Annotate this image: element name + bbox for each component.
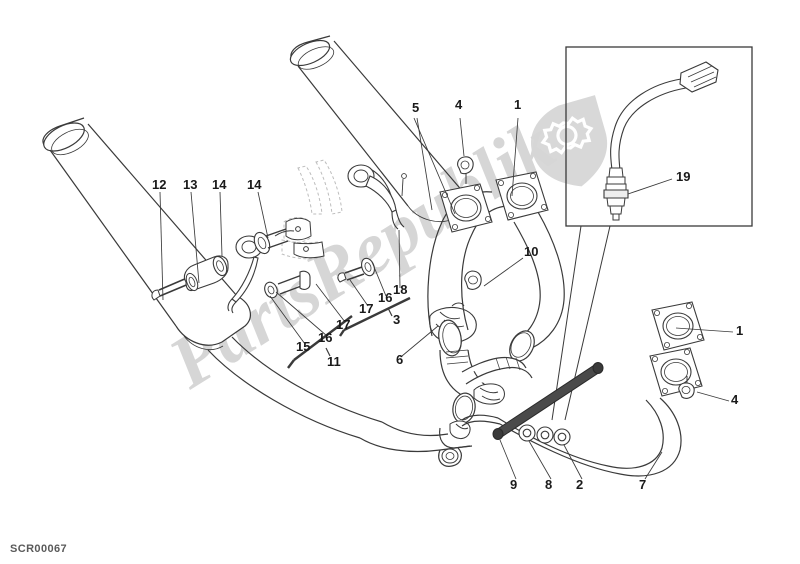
- callout-12-screw: 12: [152, 177, 167, 192]
- collector-clamps: [449, 383, 505, 439]
- callout-5-silencer-upper: 5: [412, 100, 420, 115]
- mount-bracket-upper: [347, 164, 407, 230]
- callout-8-washer: 8: [545, 477, 553, 492]
- frame-bracket-solid: [274, 217, 325, 259]
- callout-7-manifold-pipe: 7: [639, 477, 647, 492]
- callout-18-washer: 18: [393, 282, 408, 297]
- callout-14-bushing-b: 14: [247, 177, 262, 192]
- part-code-label: SCR00067: [10, 543, 68, 555]
- washer-nut-group-bottom: [518, 424, 571, 446]
- exhaust-manifold-main: [427, 191, 565, 449]
- callout-6-clamp: 6: [396, 352, 404, 367]
- callout-19-lambda-sensor: 19: [676, 169, 691, 184]
- callout-17-nut-b: 17: [359, 301, 374, 316]
- watermark: PartsRepublik: [155, 95, 608, 405]
- callout-11-bracket: 11: [327, 354, 341, 369]
- callout-leader-lines: [159, 117, 734, 480]
- lower-return-pipe: [359, 421, 471, 467]
- fastener-group-left: [151, 228, 311, 301]
- callout-3-bracket: 3: [393, 312, 401, 327]
- callout-10-clamp: 10: [524, 244, 539, 259]
- manifold-pipe-7: [461, 397, 682, 477]
- callout-16-washer-b: 16: [378, 290, 393, 305]
- callout-16-washer-a: 16: [318, 330, 333, 345]
- frame-ghost-bracket: [281, 159, 343, 260]
- callout-4-nut-upper: 4: [455, 97, 463, 112]
- callout-4-nut-lower: 4: [731, 392, 739, 407]
- callout-13-spacer: 13: [183, 177, 198, 192]
- callout-9-tie-rod: 9: [510, 477, 518, 492]
- callout-1-manifold-flange-right: 1: [736, 323, 744, 338]
- callout-15-screw: 15: [296, 339, 311, 354]
- callout-14-bushing-a: 14: [212, 177, 227, 192]
- right-flange-assembly: [649, 301, 705, 399]
- callout-17-nut-a: 17: [336, 317, 351, 332]
- silencer-upper: [289, 35, 471, 222]
- mount-bracket-lower: [227, 235, 263, 314]
- tie-rod-9: [492, 362, 604, 440]
- lambda-sensor-drawing: [603, 61, 719, 221]
- callout-2-nut: 2: [576, 477, 584, 492]
- callout-1-manifold-flange-left: 1: [514, 97, 522, 112]
